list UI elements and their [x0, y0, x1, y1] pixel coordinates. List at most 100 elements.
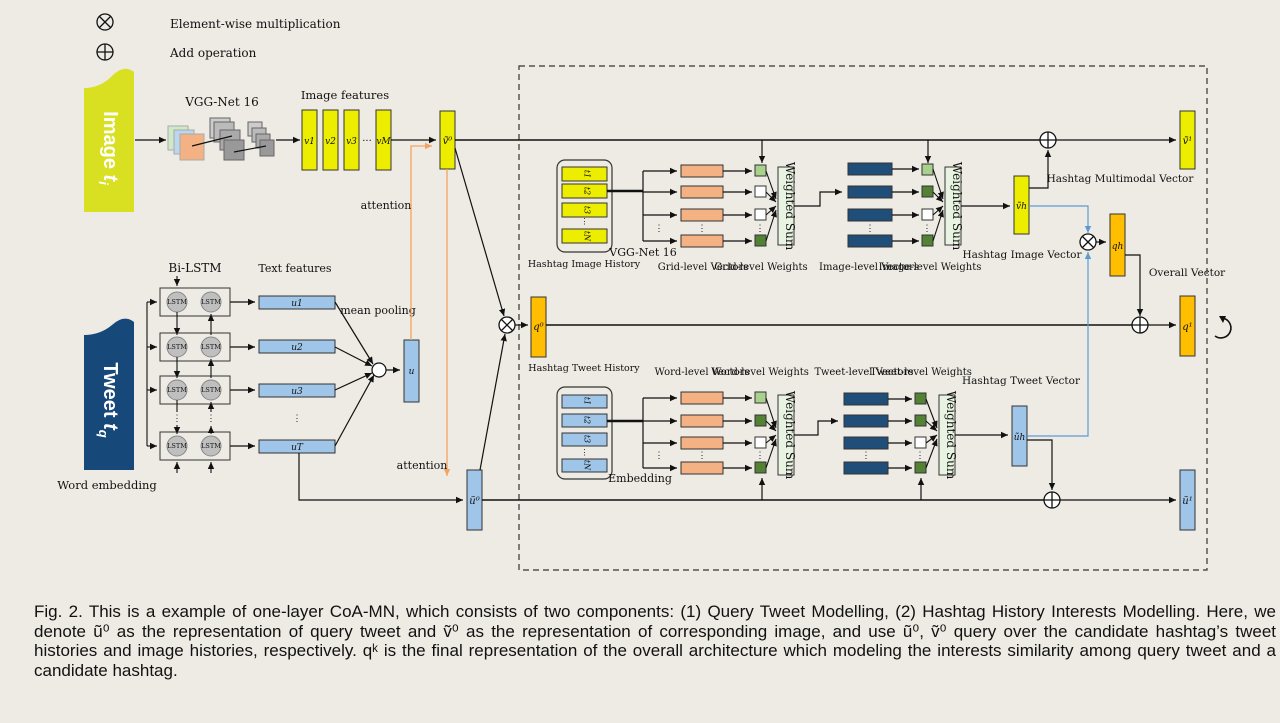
tweet-weighted-sum-label: Weighted Sum — [944, 391, 958, 480]
image-feature-v3-label: v3 — [346, 137, 357, 147]
legend: Element-wise multiplication Add operatio… — [96, 13, 341, 61]
image-weighted-sum-label: Weighted Sum — [950, 162, 964, 251]
tweet-add-node — [1043, 491, 1061, 509]
qh-label: qh — [1112, 242, 1124, 252]
tweet-level-weights: ⋮ — [914, 392, 927, 474]
word-level-weights: ⋮ — [754, 391, 767, 474]
svg-text:⋮: ⋮ — [862, 451, 871, 461]
image-feature-v3 — [343, 109, 360, 171]
image-input-block: Image ti — [84, 68, 134, 212]
image-feature-v1-label: v1 — [304, 137, 315, 147]
svg-text:u1: u1 — [291, 299, 303, 309]
multiply-icon — [96, 13, 114, 31]
word-weights-label: Word-level Weights — [711, 367, 809, 378]
multimodal-multiply-node — [1079, 233, 1097, 251]
image-history-item-3 — [561, 202, 608, 218]
grid-vectors-label: Grid-level Vectors — [658, 262, 749, 273]
add-icon — [96, 43, 114, 61]
text-features: u1 u2 u3 uT ⋮ — [258, 295, 336, 454]
grid-weights-label: Grid-level Weights — [714, 262, 807, 273]
image-feature-v1 — [301, 109, 318, 171]
svg-text:⋮: ⋮ — [698, 224, 707, 234]
image-vgg-label: VGG-Net 16 — [608, 246, 677, 259]
svg-text:⋮: ⋮ — [207, 414, 216, 424]
svg-text:⋮: ⋮ — [655, 224, 664, 234]
loop-icon — [1214, 316, 1232, 339]
tweet-history-title: Hashtag Tweet History — [528, 363, 640, 374]
svg-text:t1: t1 — [583, 397, 592, 405]
svg-text:⋮: ⋮ — [756, 451, 765, 461]
tweet-history-items: t1 t2 t3 tN ⋮ — [561, 394, 608, 473]
grid-level-vectors: ⋮ ⋮ — [655, 164, 724, 248]
tweet-input-block: Tweet tq — [84, 318, 134, 470]
legend-add-label: Add operation — [169, 46, 257, 60]
grid-level-weights: ⋮ — [754, 164, 767, 247]
svg-text:⋮: ⋮ — [756, 224, 765, 234]
tweet-input-label: Tweet tq — [96, 362, 121, 437]
svg-text:⋮: ⋮ — [866, 224, 875, 234]
qh-vector — [1109, 213, 1126, 277]
svg-text:u2: u2 — [291, 343, 303, 353]
image-features-label: Image features — [301, 88, 389, 102]
image-history-item-3-label: t3 — [583, 206, 592, 214]
image-features: v1 v2 v3 ··· vM — [301, 109, 392, 171]
svg-text:⋮: ⋮ — [581, 217, 589, 226]
text-feature-u3 — [258, 383, 336, 398]
svg-text:LSTM: LSTM — [167, 298, 187, 306]
image-feature-v2-label: v2 — [325, 137, 336, 147]
vgg-net-label: VGG-Net 16 — [184, 95, 259, 109]
image-history-item-1 — [561, 166, 608, 182]
vgg-net-icon — [135, 117, 300, 161]
image-history-item-N-label: tN — [583, 231, 592, 242]
v0-label: ṽ⁰ — [443, 136, 453, 147]
image-history-items: t1 t2 t3 tN ⋮ — [561, 166, 608, 244]
image-weights-label: Image-level Weights — [879, 262, 982, 273]
svg-text:t3: t3 — [583, 435, 592, 443]
svg-text:uT: uT — [291, 443, 304, 453]
u0-label: ũ⁰ — [469, 496, 479, 507]
word-level-vectors: ⋮ ⋮ — [655, 391, 724, 475]
bilstm-label: Bi-LSTM — [168, 261, 221, 275]
tweet-weights-label: Tweet-level Weights — [870, 367, 972, 378]
image-vectors-label: Image-level Vectors — [819, 262, 919, 273]
svg-text:LSTM: LSTM — [167, 442, 187, 450]
multimodal-vector-label: Hashtag Multimodal Vector — [1047, 173, 1195, 185]
word-embedding-label: Word embedding — [57, 478, 157, 492]
attention-label-top: attention — [361, 199, 412, 212]
figure-caption: Fig. 2. This is a example of one-layer C… — [34, 602, 1276, 680]
v1-label: ṽ¹ — [1183, 136, 1193, 147]
svg-text:LSTM: LSTM — [201, 343, 221, 351]
svg-text:⋮: ⋮ — [581, 448, 589, 457]
mean-pooling-node — [371, 362, 387, 378]
tweet-history-box — [556, 386, 613, 480]
svg-text:t2: t2 — [583, 416, 592, 424]
q0-vector — [530, 296, 547, 358]
u1-label: ũ¹ — [1182, 496, 1192, 507]
image-history-item-N — [561, 228, 608, 244]
svg-text:⋮: ⋮ — [293, 414, 302, 424]
q0-label: q⁰ — [533, 322, 543, 333]
u1-output — [1179, 469, 1196, 531]
v1-output — [1179, 110, 1196, 170]
image-feature-v2 — [322, 109, 339, 171]
svg-text:⋮: ⋮ — [698, 451, 707, 461]
vh-vector — [1013, 175, 1030, 235]
image-feature-dots: ··· — [362, 136, 372, 147]
svg-text:⋮: ⋮ — [173, 414, 182, 424]
svg-text:LSTM: LSTM — [201, 386, 221, 394]
tweet-level-vectors: ⋮ — [843, 392, 889, 475]
query-multiply-node — [498, 316, 516, 334]
hashtag-image-vector-label: Hashtag Image Vector — [962, 249, 1082, 261]
image-add-node — [1039, 131, 1057, 149]
image-history-title: Hashtag Image History — [528, 259, 641, 270]
image-input-label: Image ti — [96, 111, 121, 185]
image-level-weights: ⋮ — [921, 163, 934, 247]
image-history-item-2-label: t2 — [583, 187, 592, 195]
svg-text:⋮: ⋮ — [916, 451, 925, 461]
svg-text:tN: tN — [583, 460, 592, 471]
text-feature-uT — [258, 439, 336, 454]
tweet-embedding-label: Embedding — [608, 472, 672, 485]
hashtag-history-module — [518, 65, 1208, 571]
